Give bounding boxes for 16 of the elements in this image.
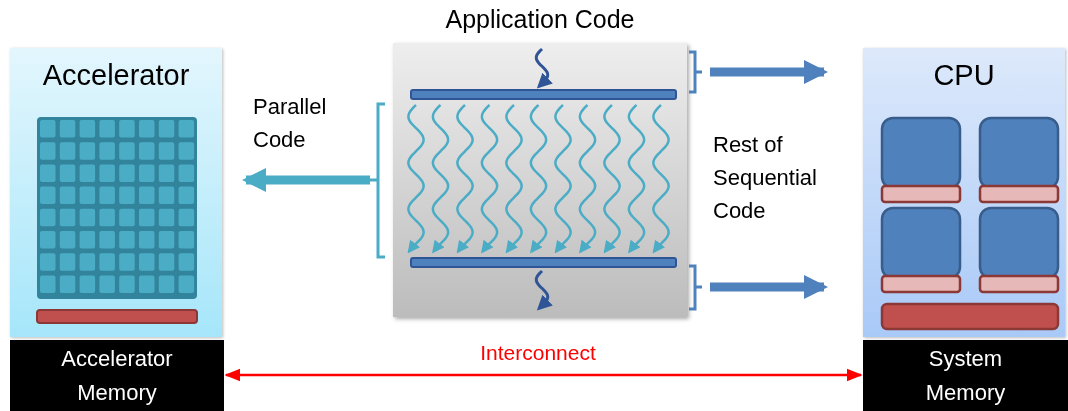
panel-heading: Application Code	[444, 4, 636, 35]
memory-label: System Memory	[924, 345, 1007, 408]
memory-block	[863, 340, 1068, 411]
annotation-text: Rest of Sequential Code	[713, 131, 818, 225]
cpu-panel	[863, 48, 1065, 337]
arrow	[224, 368, 863, 382]
panel-title: CPU	[932, 58, 996, 93]
block-arrow	[710, 60, 828, 84]
panel-title: Accelerator	[41, 58, 191, 93]
edge-label: Parallel Code	[253, 93, 328, 154]
block-arrow	[242, 168, 370, 192]
memory-block	[10, 340, 224, 411]
edge-label: Interconnect	[479, 340, 597, 366]
memory-label: Accelerator Memory	[60, 345, 174, 408]
block-arrow	[710, 275, 828, 299]
accelerator-panel	[10, 48, 222, 337]
